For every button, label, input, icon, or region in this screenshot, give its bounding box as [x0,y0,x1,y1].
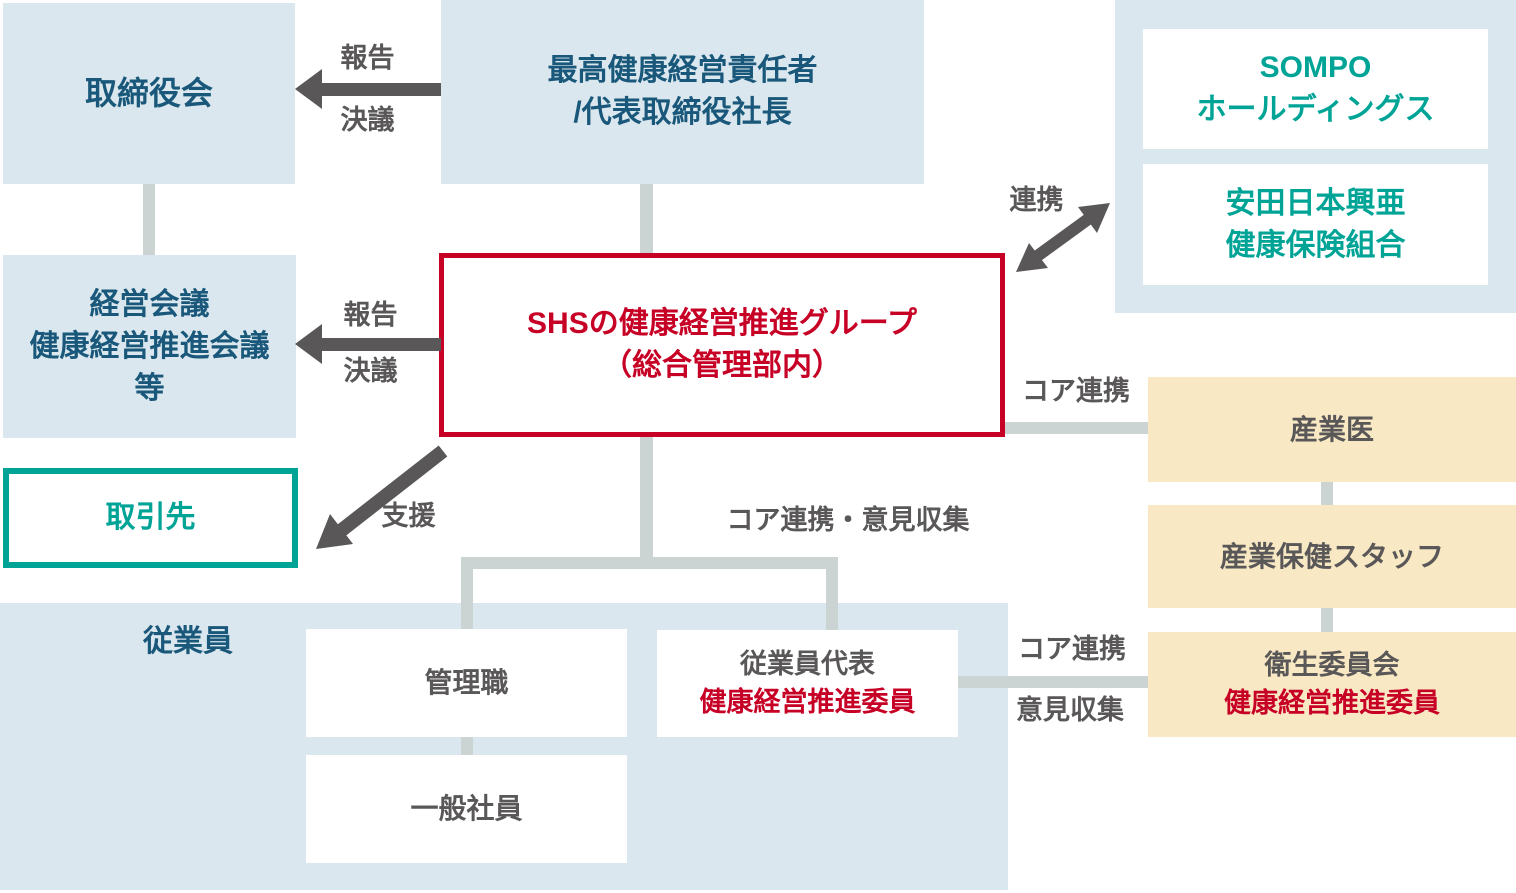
opinion-collection-label: 意見収集 [1016,695,1124,725]
resolution-label-meeting: 決議 [343,356,398,386]
sompo-holdings-line1: SOMPO [1259,51,1372,84]
board-label: 取締役会 [84,75,213,112]
management-meeting-line3: 等 [134,371,165,405]
employees-label: 従業員 [143,625,233,658]
alliance-label: 連携 [1009,185,1064,215]
health-insurance-line2: 健康保険組合 [1225,228,1406,262]
shs-group-box: SHSの健康経営推進グループ （総合管理部内） [439,253,1005,437]
management-meeting-box: 経営会議 健康経営推進会議 等 [3,255,296,438]
connector-staff-committee [1321,606,1333,634]
report-resolution-arrow-board [295,69,441,109]
connector-ceo-shs [640,182,653,255]
management-meeting-line1: 経営会議 [89,287,210,321]
connector-shs-physician [1002,422,1149,434]
connector-tree-employee-reps [826,557,838,632]
business-partners-box: 取引先 [3,468,298,568]
management-meeting-line2: 健康経営推進会議 [29,329,270,363]
shs-group-line2: （総合管理部内） [602,349,842,382]
general-staff-box: 一般社員 [306,755,627,863]
general-staff-label: 一般社員 [410,793,523,825]
report-label-meeting: 報告 [343,300,398,330]
employee-reps-box: 従業員代表 健康経営推進委員 [657,630,958,737]
ceo-label-line1: 最高健康経営責任者 [547,54,818,87]
connector-shs-tree [640,435,653,566]
connector-physician-staff [1321,480,1333,507]
sompo-holdings-box: SOMPO ホールディングス [1143,29,1488,149]
health-insurance-box: 安田日本興亜 健康保険組合 [1143,164,1488,285]
occupational-physician-label: 産業医 [1289,413,1374,445]
support-arrow [316,445,448,549]
shs-group-line1: SHSの健康経営推進グループ [527,307,917,340]
support-label: 支援 [381,501,436,531]
managers-box: 管理職 [306,629,627,737]
core-alliance-opinion-label: コア連携・意見収集 [726,505,970,535]
connector-tree-horizontal [461,557,838,569]
connector-managers-general [461,735,473,757]
health-committee-line2: 健康経営推進委員 [1224,687,1440,718]
resolution-label-board: 決議 [340,105,395,135]
connector-tree-managers [461,557,473,631]
employee-reps-line1: 従業員代表 [740,648,875,679]
connector-board-meeting [143,184,155,257]
occupational-physician-box: 産業医 [1148,377,1516,482]
connector-reps-committee [956,676,1149,688]
health-insurance-line1: 安田日本興亜 [1225,186,1406,220]
sompo-holdings-line2: ホールディングス [1196,93,1435,126]
core-alliance-physician-label: コア連携 [1022,376,1130,406]
health-committee-line1: 衛生委員会 [1264,649,1400,680]
employee-reps-line2: 健康経営推進委員 [699,686,916,717]
report-label-board: 報告 [340,43,395,73]
ceo-label-line2: /代表取締役社長 [573,96,792,129]
core-alliance-committee-label: コア連携 [1018,634,1126,664]
occupational-health-staff-box: 産業保健スタッフ [1148,505,1516,608]
managers-label: 管理職 [424,667,509,699]
ceo-box: 最高健康経営責任者 /代表取締役社長 [441,0,924,184]
occupational-health-staff-label: 産業保健スタッフ [1219,540,1444,572]
business-partners-label: 取引先 [105,501,196,534]
board-box: 取締役会 [3,3,295,184]
health-committee-box: 衛生委員会 健康経営推進委員 [1148,632,1516,737]
